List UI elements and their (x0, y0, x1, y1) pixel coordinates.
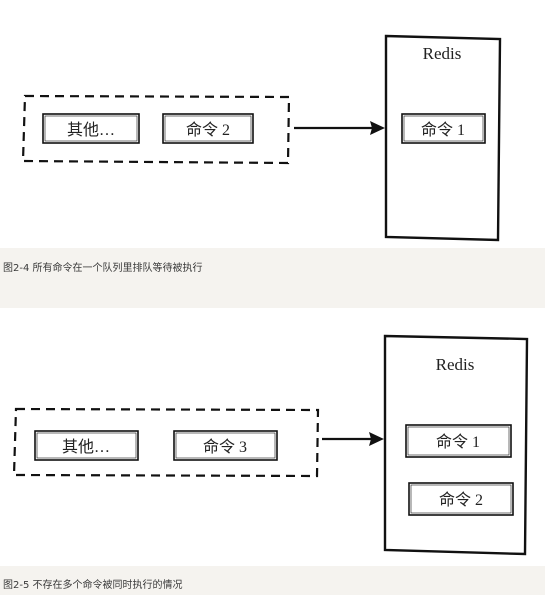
queue-item-other-box (42, 113, 140, 144)
queue-item-command-3-box (173, 430, 278, 461)
executing-command-1: 命令 1 (436, 433, 480, 451)
queue-item-command-2-box (162, 113, 254, 144)
queue-item-command-2: 命令 2 (186, 121, 230, 139)
executing-command-1-box (401, 113, 486, 144)
queue-item-other: 其他… (62, 438, 110, 456)
diagram-queue-no-concurrency: 其他… 命令 3 Redis 命令 1 命令 2 (12, 334, 529, 556)
queue-item-other: 其他… (67, 121, 115, 139)
figure-caption-2-5: 图2-5 不存在多个命令被同时执行的情况 (3, 580, 183, 591)
caption-band-2: 图2-5 不存在多个命令被同时执行的情况 (0, 566, 545, 595)
redis-server-label: Redis (436, 355, 475, 374)
executing-command-2: 命令 2 (439, 491, 483, 509)
redis-server-label: Redis (423, 44, 462, 63)
figure-2-4: 其他… 命令 2 Redis 命令 1 (0, 0, 545, 248)
arrow-head (369, 432, 384, 446)
executing-command-1-box (405, 424, 512, 458)
queue-dashed-outline (12, 407, 320, 478)
queue-item-other-box (34, 430, 139, 461)
queue-dashed-outline (21, 94, 291, 165)
caption-band-1: 图2-4 所有命令在一个队列里排队等待被执行 (0, 248, 545, 308)
queue-item-command-3: 命令 3 (203, 438, 247, 456)
redis-server-box (383, 334, 529, 556)
figure-2-5: 其他… 命令 3 Redis 命令 1 命令 2 (0, 308, 545, 566)
diagram-queue-single: 其他… 命令 2 Redis 命令 1 (21, 34, 502, 242)
figure-caption-2-4: 图2-4 所有命令在一个队列里排队等待被执行 (3, 263, 203, 274)
executing-command-1: 命令 1 (421, 121, 465, 139)
redis-server-box (384, 34, 502, 242)
executing-command-2-box (408, 482, 514, 516)
arrow-head (370, 121, 385, 135)
